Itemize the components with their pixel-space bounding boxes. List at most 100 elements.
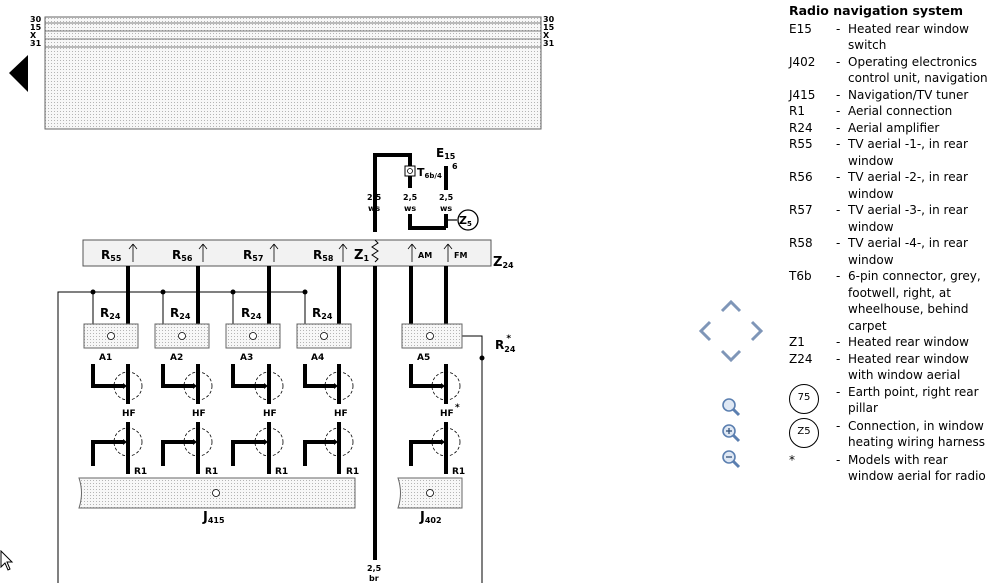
rail-labels-left: 30 15 X 31 <box>30 15 42 48</box>
legend-code: R56 <box>789 170 813 184</box>
fm-label: FM <box>454 251 467 260</box>
legend-desc: Models with rear window aerial for radio <box>848 452 986 484</box>
amplifier-r24-label: R24 <box>312 306 333 321</box>
legend-title: Radio navigation system <box>789 3 963 18</box>
zoom-fit-icon[interactable] <box>720 396 742 418</box>
aerial-r56-label: R56 <box>172 248 193 263</box>
hf-star: * <box>455 403 460 413</box>
output-label: A1 <box>99 353 112 363</box>
pan-up-icon[interactable] <box>720 299 742 313</box>
legend-item: R1-Aerial connection <box>789 103 994 120</box>
legend-desc: Connection, in window heating wiring har… <box>848 418 986 450</box>
pan-right-icon[interactable] <box>750 320 764 342</box>
rail-label: 15 <box>543 23 555 32</box>
legend-code: R1 <box>789 104 805 118</box>
r1-label: R1 <box>134 467 147 477</box>
rail-label: 31 <box>543 39 555 48</box>
heater-z1-label: Z1 <box>354 248 369 263</box>
r1-label: R1 <box>205 467 218 477</box>
hf-label: HF <box>122 409 136 419</box>
wire-size: 2,5 <box>367 193 382 202</box>
legend-circle-item: 75-Earth point, right rear pillar <box>789 383 994 418</box>
output-column <box>303 364 354 474</box>
output-column <box>91 364 143 474</box>
legend-desc: Heated rear window with window aerial <box>848 351 969 383</box>
legend-circle-symbol: 75 <box>789 383 819 414</box>
legend-circle-item: Z5-Connection, in window heating wiring … <box>789 417 994 452</box>
legend-code: R55 <box>789 137 813 151</box>
wire-colour: br <box>369 574 379 583</box>
output-column <box>161 364 213 474</box>
wire-size: 2,5 <box>403 193 418 202</box>
legend-code: Z1 <box>789 335 805 349</box>
legend-desc: Aerial amplifier <box>848 120 940 135</box>
output-column <box>409 364 461 474</box>
legend-item: Z1-Heated rear window <box>789 334 994 351</box>
connector-t6b-label: T6b/4 <box>417 166 442 180</box>
heater-z1-symbol <box>371 239 379 263</box>
legend-item: R56-TV aerial -2-, in rear window <box>789 169 994 202</box>
legend-desc: Navigation/TV tuner <box>848 87 969 102</box>
output-label: A3 <box>240 353 253 363</box>
amplifier-r24-label: R24 <box>241 306 262 321</box>
wire-colour: ws <box>440 204 452 213</box>
legend-item: R55-TV aerial -1-, in rear window <box>789 136 994 169</box>
svg-text:Z5: Z5 <box>459 214 472 228</box>
legend-desc: Operating electronics control unit, navi… <box>848 54 988 86</box>
legend-code: Z24 <box>789 351 813 366</box>
wire-labels-top: 2,5 ws 2,5 ws 2,5 ws <box>367 193 454 213</box>
legend-code: * <box>789 452 795 467</box>
output-label: A2 <box>170 353 183 363</box>
legend-circle-symbol: Z5 <box>789 417 819 448</box>
control-units <box>78 477 463 509</box>
rail-label: 31 <box>30 39 42 48</box>
rear-window-z24-panel <box>82 239 492 267</box>
wire-colour: ws <box>368 204 380 213</box>
aerial-r57-label: R57 <box>243 248 263 263</box>
legend-desc: Heated rear window <box>848 335 969 349</box>
zoom-out-icon[interactable] <box>720 448 742 470</box>
rail-labels-right: 30 15 X 31 <box>543 15 555 48</box>
amplifier-output-labels: A1 A2 A3 A4 A5 <box>99 353 430 363</box>
am-label: AM <box>418 251 432 260</box>
legend-item: T6b-6-pin connector, grey, footwell, rig… <box>789 268 994 334</box>
amplifier-r24-star-label: R24* <box>495 334 516 354</box>
output-label: A4 <box>311 353 324 363</box>
legend-code: J415 <box>789 87 816 102</box>
legend-code: R24 <box>789 120 813 135</box>
rail-label: X <box>30 31 37 40</box>
legend-item: R57-TV aerial -3-, in rear window <box>789 202 994 235</box>
legend-code: R58 <box>789 236 813 250</box>
output-columns <box>91 364 461 474</box>
r1-label: R1 <box>452 467 465 477</box>
legend-desc: TV aerial -2-, in rear window <box>848 170 968 201</box>
r1-label: R1 <box>346 467 359 477</box>
legend-desc: 6-pin connector, grey, footwell, right, … <box>848 269 981 333</box>
amplifier-r24-label: R24 <box>170 306 191 321</box>
legend-code: R57 <box>789 203 813 217</box>
r1-label: R1 <box>275 467 288 477</box>
amplifier-r24-label: R24 <box>100 306 121 321</box>
legend-item: E15-Heated rear window switch <box>789 21 994 54</box>
legend-code: J402 <box>789 54 816 69</box>
previous-page-arrow-icon[interactable] <box>9 55 28 92</box>
hf-label: HF <box>440 409 454 419</box>
switch-e15-pin: 6 <box>452 162 458 171</box>
legend-desc: Earth point, right rear pillar <box>848 384 979 416</box>
legend-code: E15 <box>789 21 812 36</box>
hf-label: HF <box>192 409 206 419</box>
connection-z5: Z5 <box>457 209 479 231</box>
pan-down-icon[interactable] <box>720 349 742 363</box>
pan-controls <box>697 298 765 364</box>
zoom-in-icon[interactable] <box>720 422 742 444</box>
rail-label: 15 <box>30 23 42 32</box>
legend: Radio navigation system E15-Heated rear … <box>789 3 994 485</box>
amplifier-boxes <box>83 323 463 349</box>
wire-colour: ws <box>404 204 416 213</box>
hf-r1-labels: HF HF HF HF HF * R1 R1 R1 R1 R1 <box>122 403 465 477</box>
legend-desc: Heated rear window switch <box>848 21 969 53</box>
legend-desc: TV aerial -4-, in rear window <box>848 236 968 267</box>
pan-left-icon[interactable] <box>698 320 712 342</box>
